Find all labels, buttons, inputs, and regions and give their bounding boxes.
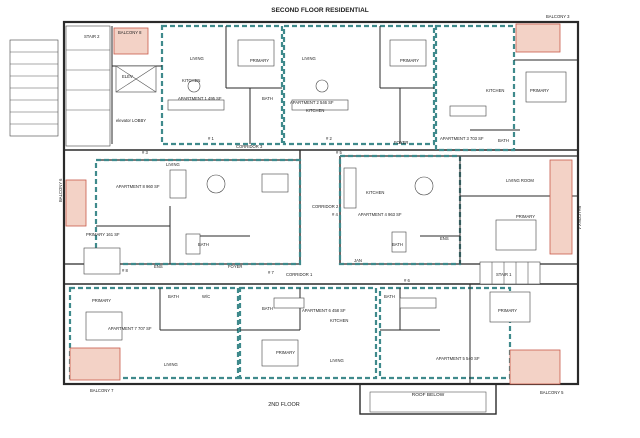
elevator-label: ELEV xyxy=(122,74,133,79)
stair-1-label: STAIR 1 xyxy=(496,272,512,277)
foyer-label-8: FOYER xyxy=(228,264,242,269)
bath-label-7: BATH xyxy=(168,294,179,299)
bath-label-3: BATH xyxy=(498,138,509,143)
apartment-8-label: APARTMENT 8 960 SF xyxy=(116,184,160,189)
living-room-label: LIVING ROOM xyxy=(506,178,534,183)
apartment-3-label: APARTMENT 3 703 SF xyxy=(440,136,484,141)
marker-3: # 3 xyxy=(142,150,148,155)
stair-2-label: STAIR 2 xyxy=(84,34,100,39)
building-outline xyxy=(62,20,580,386)
corridor-1-label: CORRIDOR 1 xyxy=(286,272,313,277)
wic-label: W/C xyxy=(202,294,210,299)
living-label-8: LIVING xyxy=(166,162,180,167)
lobby-label: elevator LOBBY xyxy=(116,118,146,123)
bath-label-8: BATH xyxy=(198,242,209,247)
kitchen-label-2: KITCHEN xyxy=(306,108,324,113)
apartment-4-label: APARTMENT 4 963 SF xyxy=(358,212,402,217)
apartment-5-label: APARTMENT 5 540 SF xyxy=(436,356,480,361)
living-label-1: LIVING xyxy=(190,56,204,61)
primary-label-6: PRIMARY xyxy=(276,350,295,355)
bath-label-1: BATH xyxy=(262,96,273,101)
kitchen-label-3: KITCHEN xyxy=(486,88,504,93)
balcony-6-label: BALCONY 6 xyxy=(58,178,63,202)
bath-label-6: BATH xyxy=(262,306,273,311)
corridor-3-label: CORRIDOR 3 xyxy=(236,144,263,149)
kitchen-label-6: KITCHEN xyxy=(330,318,348,323)
roof-label: ROOF BELOW xyxy=(412,392,445,398)
kitchen-label-4: KITCHEN xyxy=(366,190,384,195)
marker-7: # 7 xyxy=(268,270,274,275)
living-label-7: LIVING xyxy=(164,362,178,367)
apartment-7-label: APARTMENT 7 707 SF xyxy=(108,326,152,331)
balcony-3-label: BALCONY 3 xyxy=(546,14,570,19)
corridor-2-label: CORRIDOR 2 xyxy=(312,204,339,209)
ens-label-8: ENS xyxy=(154,264,163,269)
floor-label: 2ND FLOOR xyxy=(268,402,300,408)
plan-labels: BALCONY 3 BALCONY 4 BALCONY 5 BALCONY 6 … xyxy=(58,14,582,395)
unit-boundaries xyxy=(68,24,516,380)
primary-label-2: PRIMARY xyxy=(400,58,419,63)
bath-label-5: BATH xyxy=(384,294,395,299)
living-label-2: LIVING xyxy=(302,56,316,61)
apartment-2-label: APARTMENT 2 546 SF xyxy=(290,100,334,105)
plan-title: SECOND FLOOR RESIDENTIAL xyxy=(271,7,369,14)
balcony-5-label: BALCONY 5 xyxy=(540,390,564,395)
balcony-4-label: BALCONY 4 xyxy=(577,206,582,230)
exterior-stair xyxy=(9,39,59,137)
foyer-label-3: FOYER xyxy=(394,140,408,145)
primary-label-3: PRIMARY xyxy=(530,88,549,93)
marker-5: # 5 xyxy=(336,150,342,155)
marker-1: # 1 xyxy=(208,136,214,141)
primary-label-1: PRIMARY xyxy=(250,58,269,63)
living-label-6: LIVING xyxy=(330,358,344,363)
kitchen-label-1: KITCHEN xyxy=(182,78,200,83)
furniture xyxy=(83,39,567,367)
vertical-circulation xyxy=(65,25,541,415)
balcony-7-label: BALCONY 7 xyxy=(90,388,114,393)
primary-label-5: PRIMARY xyxy=(498,308,517,313)
marker-6: # 6 xyxy=(404,278,410,283)
primary-label-7: PRIMARY xyxy=(92,298,111,303)
balconies xyxy=(65,23,573,385)
apartment-1-label: APARTMENT 1 495 SF xyxy=(178,96,222,101)
balcony-8-label: BALCONY 8 xyxy=(118,30,142,35)
partitions xyxy=(96,26,578,384)
marker-2: # 2 xyxy=(326,136,332,141)
ens-label-4: ENS xyxy=(440,236,449,241)
bath-label-4: BATH xyxy=(392,242,403,247)
apartment-6-label: APARTMENT 6 458 SF xyxy=(302,308,346,313)
jan-label: JAN xyxy=(354,258,362,263)
primary-label-4: PRIMARY xyxy=(516,214,535,219)
primary-label-8: PRIMARY 161 SF xyxy=(86,232,120,237)
marker-4: # 4 xyxy=(332,212,338,217)
marker-8: # 8 xyxy=(122,268,128,273)
